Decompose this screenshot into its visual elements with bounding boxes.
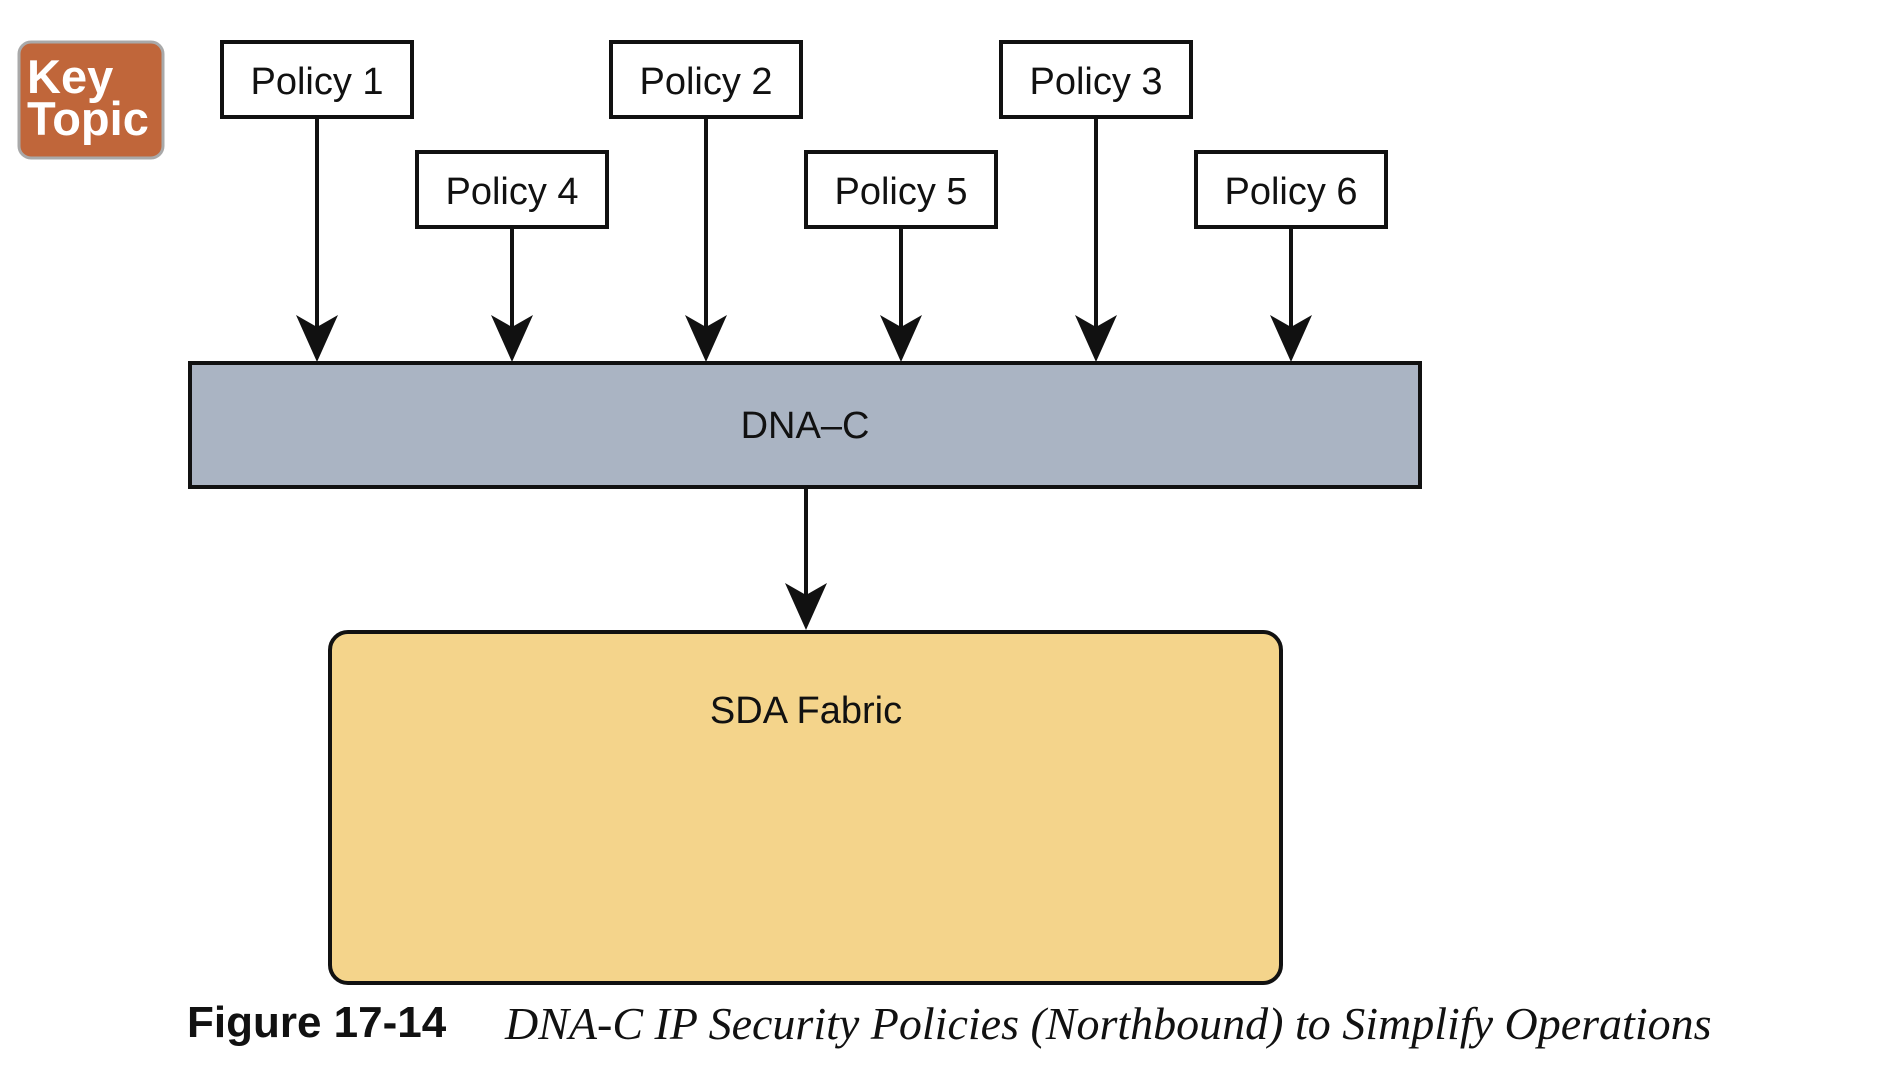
figure-caption: Figure 17-14 DNA-C IP Security Policies … [187, 998, 1712, 1049]
sda-fabric: SDA Fabric [328, 630, 1283, 985]
key-topic-line1: Key [27, 50, 113, 103]
policy-3-label: Policy 3 [1029, 61, 1162, 103]
controller-to-fabric-arrow [785, 488, 827, 630]
policy-6-arrowhead [1270, 315, 1312, 362]
policy-1: Policy 1 [220, 40, 414, 362]
policy-5-label: Policy 5 [834, 171, 967, 213]
policy-4-label: Policy 4 [445, 171, 578, 213]
policy-6: Policy 6 [1194, 150, 1388, 362]
dna-c-controller-box [188, 361, 1422, 489]
policy-5: Policy 5 [804, 150, 998, 362]
policy-5-arrowhead [880, 315, 922, 362]
sda-fabric-label: SDA Fabric [710, 690, 902, 732]
figure-caption-title: DNA-C IP Security Policies (Northbound) … [504, 998, 1712, 1049]
policy-1-label: Policy 1 [250, 61, 383, 103]
policy-1-arrowhead [296, 315, 338, 362]
policy-4: Policy 4 [415, 150, 609, 362]
policy-4-arrowhead [491, 315, 533, 362]
policy-3-box [999, 40, 1193, 119]
policy-6-box [1194, 150, 1388, 229]
dna-c-controller: DNA–C [188, 361, 1422, 489]
controller-to-fabric-arrowhead [785, 583, 827, 630]
policy-2-label: Policy 2 [639, 61, 772, 103]
key-topic-badge-background [17, 40, 165, 160]
policy-3-arrowhead [1075, 315, 1117, 362]
sda-fabric-box [328, 630, 1283, 985]
figure-caption-number: Figure 17-14 [187, 998, 447, 1047]
dna-c-controller-label: DNA–C [741, 405, 870, 447]
key-topic-line2: Topic [27, 92, 149, 145]
policy-2-arrowhead [685, 315, 727, 362]
policy-5-box [804, 150, 998, 229]
policy-6-label: Policy 6 [1224, 171, 1357, 213]
policy-3: Policy 3 [999, 40, 1193, 362]
key-topic-badge: Key Topic [17, 40, 165, 160]
policy-2: Policy 2 [609, 40, 803, 362]
